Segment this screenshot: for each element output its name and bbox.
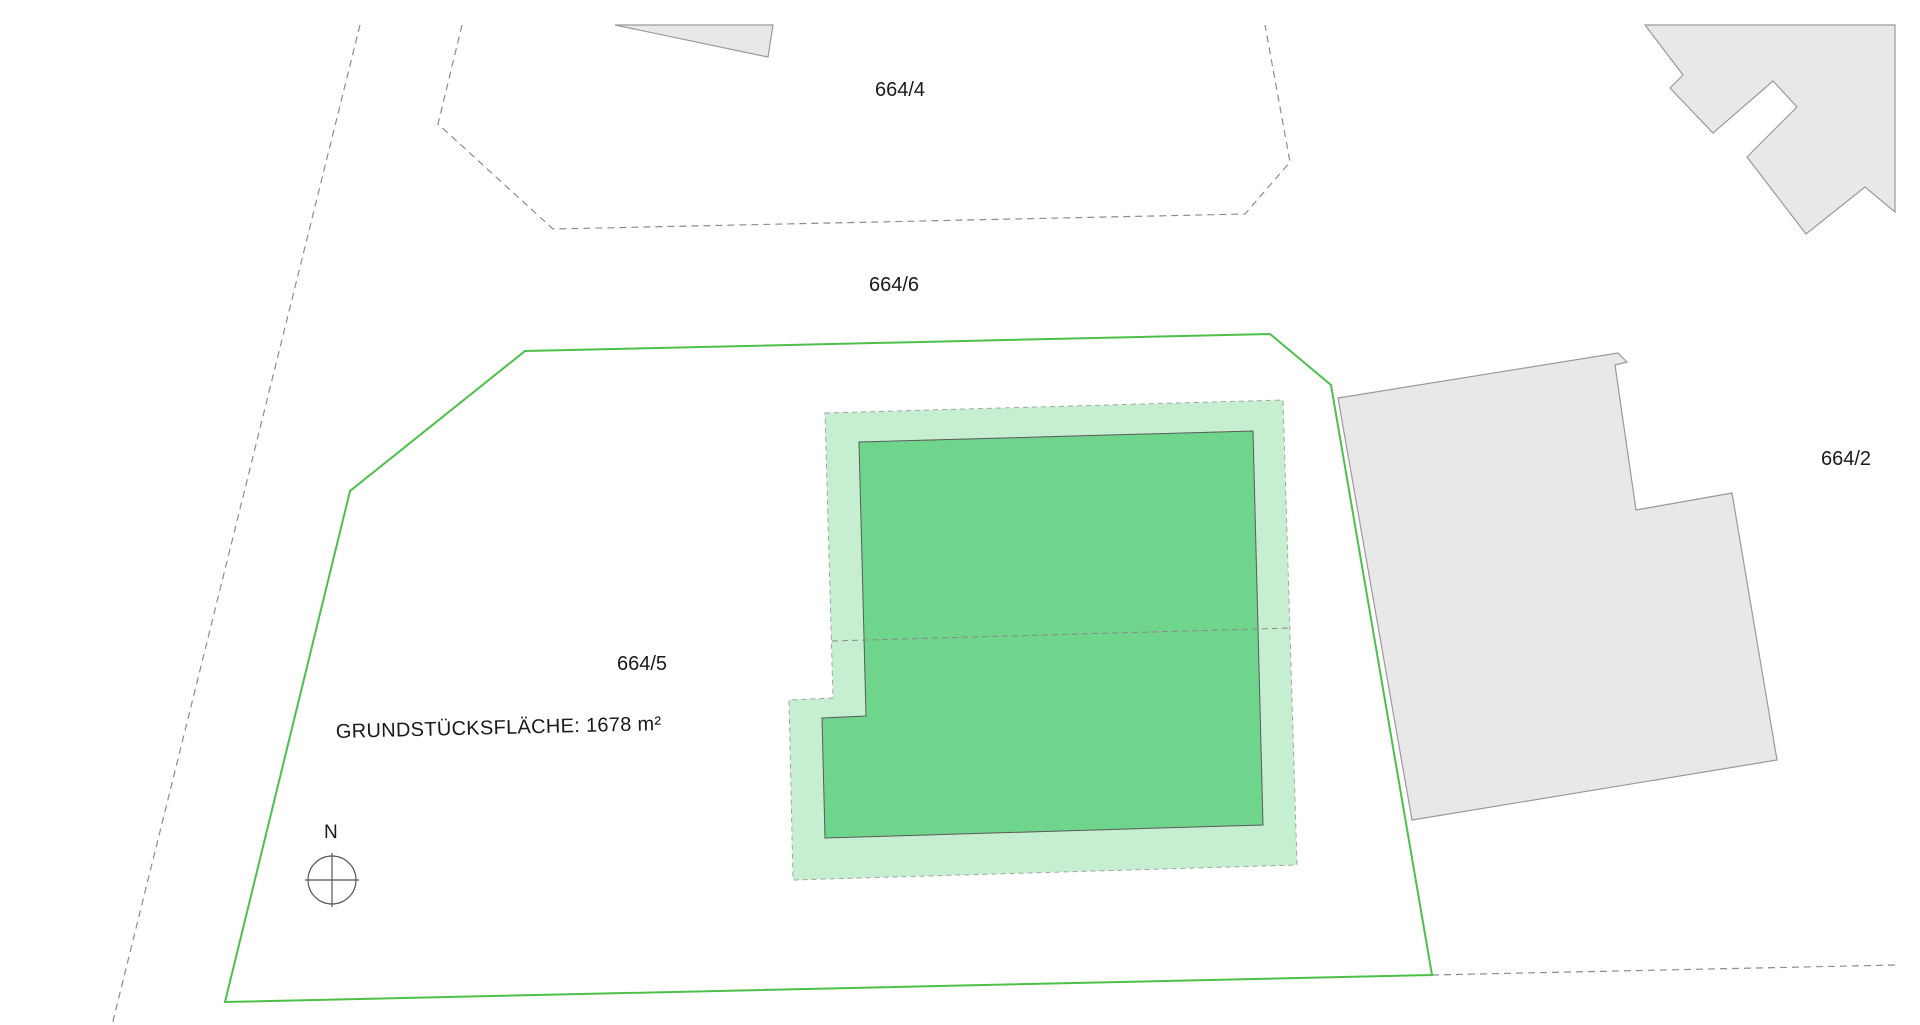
parcel-label-664-4: 664/4: [875, 79, 925, 101]
plot-area-label: GRUNDSTÜCKSFLÄCHE: 1678 m²: [336, 713, 662, 743]
parcel-label-664-2: 664/2: [1821, 448, 1871, 470]
neighbor-building-north-east: [1643, 24, 1896, 235]
parcel-label-664-6: 664/6: [869, 274, 919, 296]
parcel-label-664-5: 664/5: [617, 653, 667, 675]
building-footprint: [821, 430, 1264, 839]
neighbor-building-east: [1337, 352, 1778, 821]
north-label: N: [324, 822, 338, 843]
north-compass-icon: [305, 853, 359, 907]
parcel-boundary-664-4: [437, 24, 1291, 230]
plot-boundary-664-5: [223, 332, 1434, 1004]
road-edge-line: [111, 24, 361, 1025]
north-arrow: N: [305, 822, 359, 907]
building-division-line: [831, 627, 1293, 642]
parcel-boundary-south-east: [1431, 964, 1896, 976]
neighbor-building-north: [614, 24, 774, 58]
